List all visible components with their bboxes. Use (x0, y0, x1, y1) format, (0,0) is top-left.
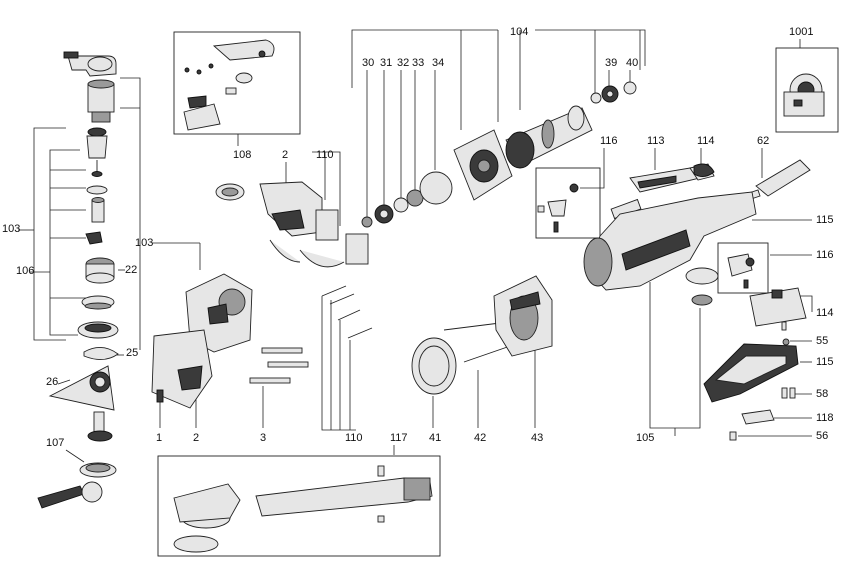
callout-26: 26 (46, 376, 58, 388)
callout-1: 1 (156, 432, 162, 444)
motor-parts (361, 81, 637, 228)
callout-62: 62 (757, 135, 769, 147)
callout-115-top: 115 (816, 214, 834, 226)
parts-116-top (537, 183, 579, 233)
parts-117 (173, 465, 433, 553)
main-housing (583, 159, 811, 441)
stator-parts (411, 275, 553, 395)
callout-107: 107 (46, 437, 64, 449)
callout-108: 108 (233, 149, 251, 161)
housing-parts-center (151, 181, 373, 409)
parts-108 (183, 39, 275, 131)
callout-105: 105 (636, 432, 654, 444)
callout-2-top: 2 (282, 149, 288, 161)
callout-22: 22 (125, 264, 137, 276)
callout-42: 42 (474, 432, 486, 444)
callout-106: 106 (16, 265, 34, 277)
detail-box-108 (173, 31, 301, 135)
callout-56: 56 (816, 430, 828, 442)
callout-116-top: 116 (600, 135, 618, 147)
detail-box-1001 (775, 47, 839, 133)
oscillating-head-stack (37, 51, 119, 509)
callout-31: 31 (380, 57, 392, 69)
callout-118: 118 (816, 412, 834, 424)
callout-32: 32 (397, 57, 409, 69)
callout-113: 113 (647, 135, 665, 147)
callout-115-right: 115 (816, 356, 834, 368)
callout-114-top: 114 (697, 135, 715, 147)
callout-104: 104 (510, 26, 528, 38)
callout-2-bottom: 2 (193, 432, 199, 444)
callout-33: 33 (412, 57, 424, 69)
callout-114-right: 114 (816, 307, 834, 319)
leader-lines (18, 29, 813, 463)
callout-103-left: 103 (2, 223, 20, 235)
callout-103-mid: 103 (135, 237, 153, 249)
callout-58: 58 (816, 388, 828, 400)
detail-box-117 (157, 455, 441, 557)
callout-30: 30 (362, 57, 374, 69)
callout-117: 117 (390, 432, 408, 444)
callout-110-bottom: 110 (345, 432, 363, 444)
callout-41: 41 (429, 432, 441, 444)
callout-34: 34 (432, 57, 444, 69)
callout-116-right: 116 (816, 249, 834, 261)
parts-1001 (783, 73, 825, 117)
callout-39: 39 (605, 57, 617, 69)
callout-3: 3 (260, 432, 266, 444)
callout-55: 55 (816, 335, 828, 347)
detail-box-116-top (535, 167, 601, 239)
detail-box-116-right (717, 242, 769, 294)
callout-40: 40 (626, 57, 638, 69)
callout-43: 43 (531, 432, 543, 444)
callout-1001: 1001 (789, 26, 813, 38)
callout-25: 25 (126, 347, 138, 359)
